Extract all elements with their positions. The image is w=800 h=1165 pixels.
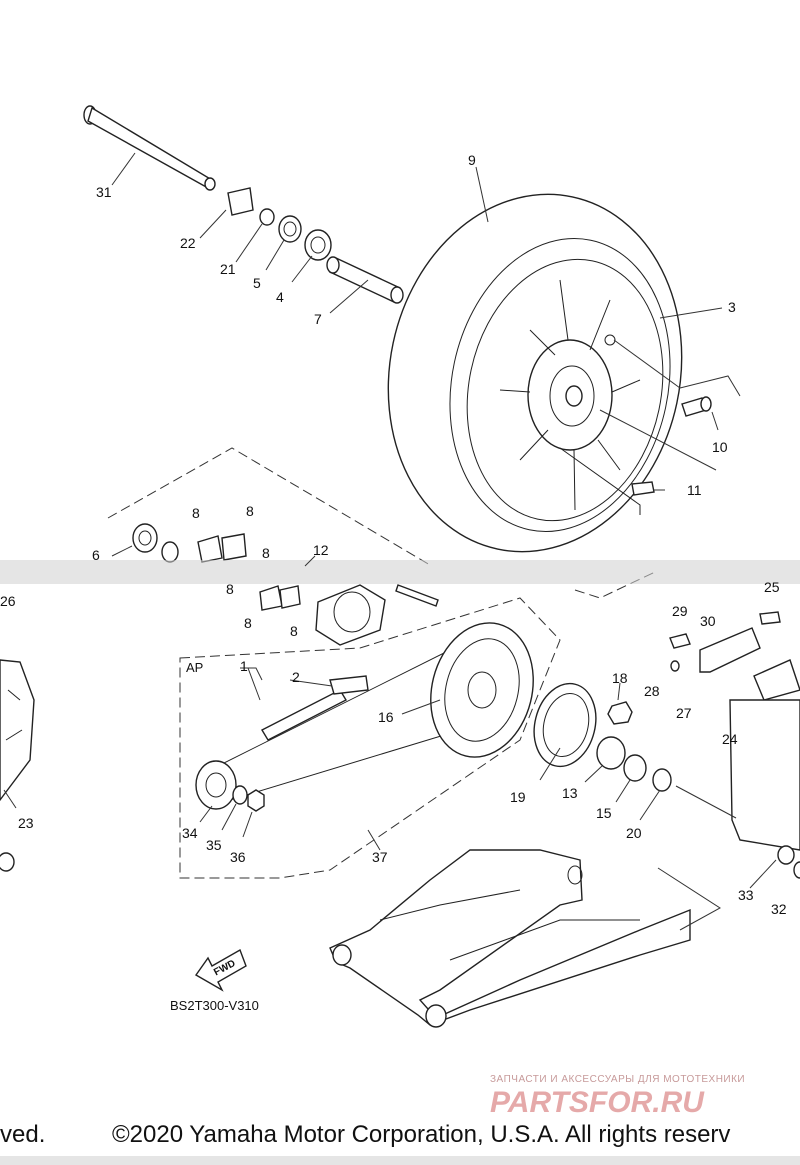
part-label-27: 27 xyxy=(676,705,692,721)
sprocket-nut xyxy=(607,701,633,725)
part-label-35: 35 xyxy=(206,837,222,853)
part-label-37: 37 xyxy=(372,849,388,865)
part-label-25: 25 xyxy=(764,579,780,595)
part-label-11: 11 xyxy=(687,482,702,498)
oil-seal-15 xyxy=(623,754,647,782)
forward-arrow: FWD xyxy=(194,948,247,992)
part-label-18: 18 xyxy=(612,670,628,686)
group-label-ap: AP xyxy=(186,660,203,675)
washer xyxy=(232,785,248,805)
axle-plate xyxy=(227,187,254,216)
part-label-16: 16 xyxy=(378,709,394,725)
part-label-24: 24 xyxy=(722,731,738,747)
sprocket-cover xyxy=(533,682,597,768)
watermark-tagline: ЗАПЧАСТИ И АКСЕССУАРЫ ДЛЯ МОТОТЕХНИКИ xyxy=(490,1074,745,1085)
part-label-29: 29 xyxy=(672,603,688,619)
part-label-2: 2 xyxy=(292,669,300,685)
part-label-5: 5 xyxy=(253,275,261,291)
part-label-12: 12 xyxy=(313,542,329,558)
part-label-28: 28 xyxy=(644,683,660,699)
part-label-7: 7 xyxy=(314,311,322,327)
copyright-left-fragment: ved. xyxy=(0,1121,45,1148)
part-label-20: 20 xyxy=(626,825,642,841)
swingarm xyxy=(329,849,691,1028)
rear-sprocket xyxy=(430,622,534,758)
bearing-13 xyxy=(596,736,626,770)
part-label-22: 22 xyxy=(180,235,196,251)
drawing-code: BS2T300-V310 xyxy=(170,998,259,1013)
cast-wheel xyxy=(466,258,664,522)
part-label-10: 10 xyxy=(712,439,728,455)
part-label-19: 19 xyxy=(510,789,526,805)
bearing-6 xyxy=(132,523,179,563)
part-label-34: 34 xyxy=(182,825,198,841)
watermark-brand: PARTSFOR.RU xyxy=(490,1086,705,1119)
collar xyxy=(259,208,275,226)
part-label-15: 15 xyxy=(596,805,612,821)
part-number-labels: 31 22 21 5 4 7 9 3 10 11 6 8 8 8 8 8 8 1… xyxy=(0,152,787,917)
part-label-1: 1 xyxy=(240,658,248,674)
part-label-4: 4 xyxy=(276,289,284,305)
part-label-32: 32 xyxy=(771,901,787,917)
part-label-8d: 8 xyxy=(226,581,234,597)
part-label-8b: 8 xyxy=(246,503,254,519)
bearing-4 xyxy=(304,229,332,261)
collar-20 xyxy=(652,768,672,792)
clutch-hub xyxy=(315,584,439,646)
part-label-30: 30 xyxy=(700,613,716,629)
balance-weight xyxy=(631,481,655,496)
part-label-23: 23 xyxy=(18,815,34,831)
part-label-9: 9 xyxy=(468,152,476,168)
part-label-8c: 8 xyxy=(262,545,270,561)
part-label-36: 36 xyxy=(230,849,246,865)
chain-puller-assembly xyxy=(669,611,800,879)
leader-lines xyxy=(3,152,777,931)
part-label-33: 33 xyxy=(738,887,754,903)
copyright-text: ©2020 Yamaha Motor Corporation, U.S.A. A… xyxy=(112,1121,730,1148)
part-label-21: 21 xyxy=(220,261,236,277)
part-label-8e: 8 xyxy=(244,615,252,631)
part-label-6: 6 xyxy=(92,547,100,563)
part-label-3: 3 xyxy=(728,299,736,315)
spacer-7 xyxy=(326,256,404,304)
part-label-8f: 8 xyxy=(290,623,298,639)
swingarm-left-fragment xyxy=(0,659,35,872)
tire-valve xyxy=(681,396,712,417)
oil-seal xyxy=(278,215,302,243)
hub-dampers xyxy=(197,533,301,611)
part-label-8a: 8 xyxy=(192,505,200,521)
nut xyxy=(247,789,265,812)
part-label-13: 13 xyxy=(562,785,578,801)
part-label-31: 31 xyxy=(96,184,112,200)
rear-axle xyxy=(83,105,216,191)
part-label-26: 26 xyxy=(0,593,16,609)
